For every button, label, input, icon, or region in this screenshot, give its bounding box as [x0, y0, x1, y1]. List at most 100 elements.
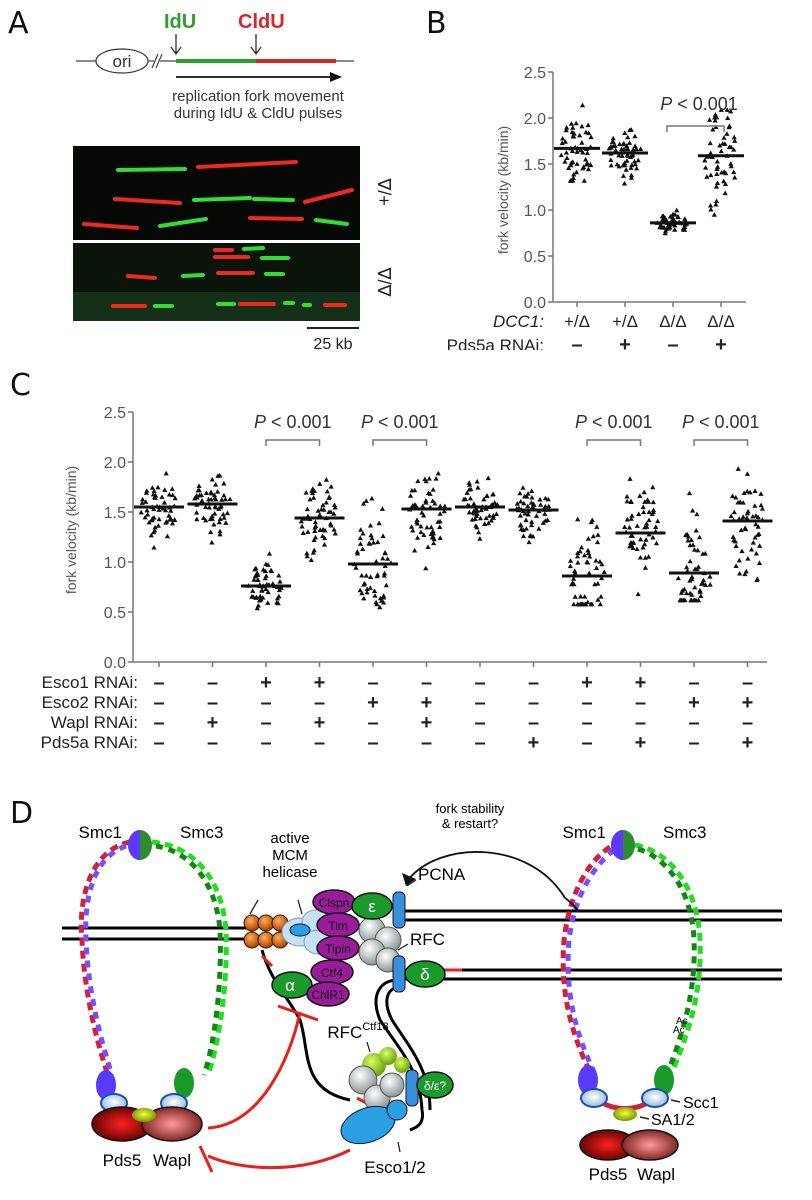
data-point: [593, 558, 599, 563]
cldu-label: CldU: [238, 11, 285, 33]
data-point: [571, 601, 577, 607]
data-point: [517, 513, 523, 518]
data-point: [579, 140, 585, 145]
data-point: [624, 493, 630, 499]
data-point: [572, 570, 578, 575]
panel-b-letter: B: [426, 6, 447, 41]
data-point: [414, 535, 421, 540]
pvalue-label: P < 0.001: [575, 412, 653, 432]
data-point: [630, 539, 637, 545]
data-point: [360, 501, 367, 506]
data-point: [650, 509, 657, 515]
panel-b-chart: 0.00.51.01.52.02.5 fork velocity (kb/min…: [447, 65, 746, 350]
data-point: [759, 506, 766, 511]
data-point: [224, 510, 231, 516]
data-point: [570, 159, 576, 164]
data-point: [360, 546, 366, 551]
data-point: [170, 492, 176, 498]
data-point: [700, 551, 706, 556]
data-point: [382, 550, 388, 556]
data-point: [710, 126, 716, 132]
data-point: [728, 108, 734, 114]
data-point: [579, 601, 585, 607]
data-point: [634, 165, 640, 171]
data-point: [492, 500, 498, 505]
data-point: [622, 524, 628, 529]
data-point: [700, 580, 706, 585]
data-point: [321, 542, 328, 547]
label-delta-epsilon: δ/ε?: [424, 1079, 446, 1093]
data-point: [144, 507, 150, 513]
data-point: [540, 520, 546, 525]
data-point: [414, 521, 421, 526]
data-point: [259, 587, 265, 592]
data-point: [545, 496, 551, 502]
data-point: [312, 528, 318, 534]
data-point: [733, 494, 739, 500]
data-point: [536, 526, 542, 531]
data-point: [714, 166, 720, 172]
data-point: [527, 532, 533, 538]
data-point: [563, 127, 569, 133]
panel-d-diagram: Smc1 Smc3 Pds5 Wapl active MCM helicase …: [62, 801, 782, 1184]
data-point: [142, 514, 148, 520]
data-point: [277, 578, 283, 584]
wapl-label-right: Wapl: [637, 1165, 675, 1184]
label-rfc: RFC: [410, 930, 445, 949]
pol-delta: [404, 960, 446, 988]
rnai-sign: +: [421, 712, 433, 734]
data-point: [151, 488, 157, 493]
pds5a-sign: –: [571, 334, 582, 350]
data-point: [686, 490, 693, 496]
data-point: [707, 140, 713, 146]
data-point: [471, 510, 478, 516]
data-point: [640, 504, 646, 510]
label-ctf4: Ctf4: [321, 966, 343, 980]
data-point: [475, 485, 481, 490]
data-point: [646, 554, 652, 559]
panel-c-letter: C: [10, 368, 31, 403]
sa-leader: [639, 1116, 650, 1120]
data-point: [575, 516, 581, 522]
data-point: [437, 503, 443, 509]
data-point: [520, 485, 526, 490]
data-point: [693, 527, 699, 533]
label-pcna: PCNA: [418, 865, 466, 884]
data-point: [364, 589, 370, 595]
data-point: [713, 124, 719, 130]
rfc-ctf18-leader: [366, 1041, 371, 1053]
pvalue-bracket: [586, 439, 642, 446]
data-point: [748, 546, 755, 552]
rfc-ctf18-complex: [340, 1047, 454, 1145]
data-point: [423, 498, 429, 503]
rnai-sign: –: [528, 712, 539, 734]
data-point: [681, 225, 687, 230]
data-point: [564, 155, 570, 160]
data-point: [331, 511, 337, 516]
data-point: [143, 490, 150, 495]
data-point: [419, 510, 425, 515]
data-point: [159, 494, 165, 499]
data-point: [146, 519, 152, 525]
data-point: [747, 489, 753, 495]
data-point: [474, 478, 480, 484]
data-point: [737, 499, 743, 505]
data-point: [638, 146, 644, 151]
data-point: [423, 565, 429, 571]
data-point: [630, 545, 636, 551]
data-point: [476, 529, 482, 535]
data-point: [628, 175, 635, 180]
data-point: [466, 509, 472, 515]
data-point: [579, 544, 585, 550]
data-point: [148, 532, 154, 538]
pds5-label-left: Pds5: [103, 1151, 142, 1170]
data-point: [410, 527, 416, 533]
y-tick-label: 0.5: [524, 249, 546, 266]
data-point: [718, 169, 725, 175]
pvalue-label: P < 0.001: [660, 94, 738, 114]
rnai-sign: +: [635, 672, 647, 694]
data-point: [255, 572, 261, 577]
rnai-sign: –: [207, 732, 218, 754]
data-point: [608, 162, 614, 168]
